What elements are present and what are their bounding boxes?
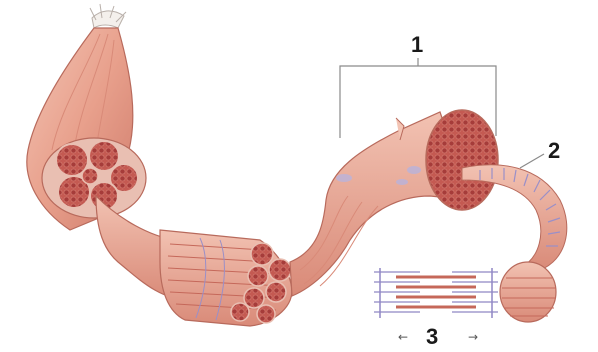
muscle-cross-section [42, 138, 146, 218]
myofibril [462, 165, 567, 270]
label-2-leader [520, 154, 544, 168]
label-3: 3 [426, 326, 438, 348]
label-2: 2 [548, 140, 560, 162]
tendon [90, 4, 126, 28]
sarcomere-right-arrow: → [468, 331, 478, 343]
myofibril-bundle [500, 262, 556, 322]
fascicle-bundle [96, 196, 292, 326]
sarcomere-left-arrow: ← [398, 331, 408, 343]
sarcomere [374, 268, 498, 320]
label-1: 1 [411, 34, 423, 56]
fiber-cross-section [426, 110, 498, 210]
